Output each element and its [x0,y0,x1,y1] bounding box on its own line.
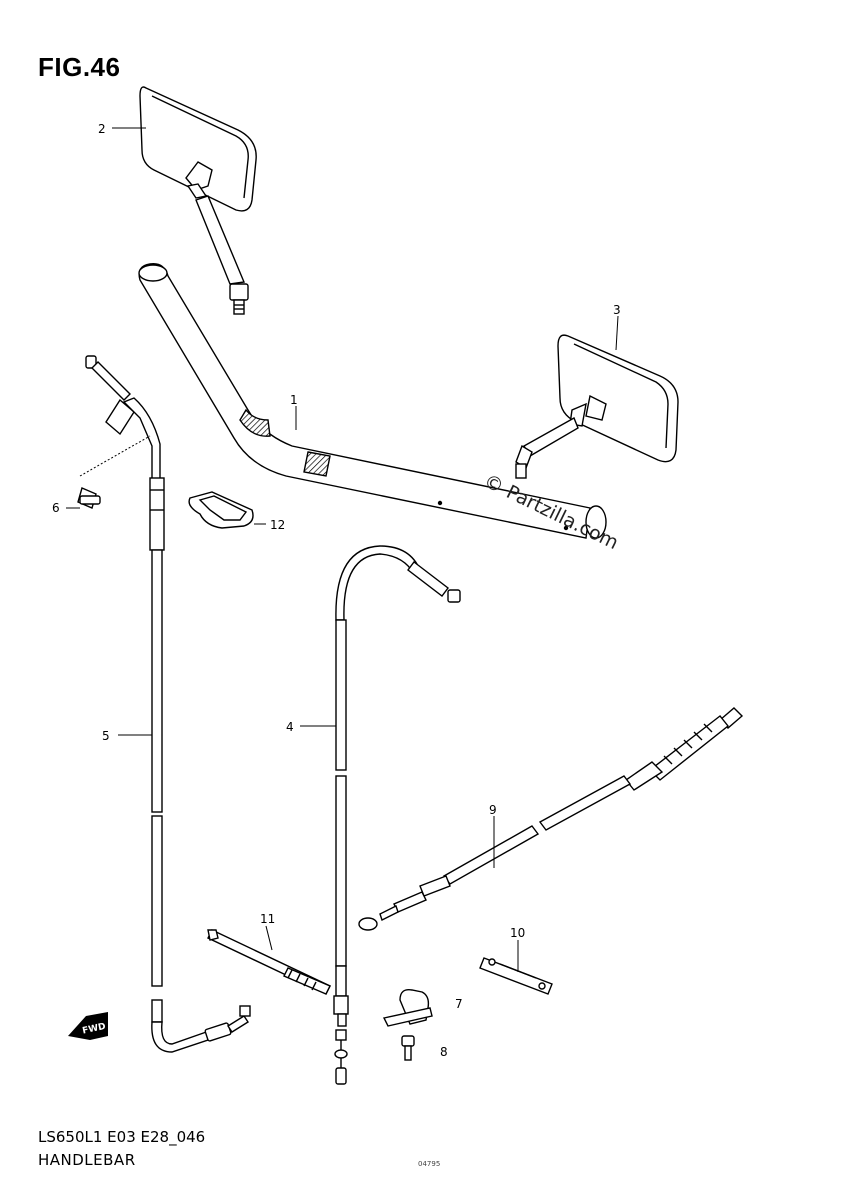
part-11-cable-tie [207,929,331,995]
part-5-cable [85,355,251,1053]
footer-model-code: LS650L1 E03 E28_046 [38,1128,206,1146]
callout-5: 5 [102,729,110,743]
part-12-clamp [188,491,254,529]
part-2-left-mirror [139,86,257,315]
figure-title: FIG.46 [38,52,121,82]
callout-1: 1 [290,393,298,407]
part-4-cable [333,545,461,1085]
callout-2: 2 [98,122,106,136]
callout-3: 3 [613,303,621,317]
callout-12: 12 [270,518,285,532]
callout-9: 9 [489,803,497,817]
callout-8: 8 [440,1045,448,1059]
part-1-handlebar [138,263,607,539]
part-6-bolt [77,487,101,509]
callout-6: 6 [52,501,60,515]
callout-4: 4 [286,720,294,734]
footer-section-name: HANDLEBAR [38,1151,136,1169]
fwd-arrow-icon: FWD [68,1012,108,1040]
callout-11: 11 [260,912,275,926]
part-3-right-mirror [515,334,679,479]
fwd-label: FWD [82,1022,107,1037]
callout-7: 7 [455,997,463,1011]
callout-10: 10 [510,926,525,940]
part-8-screw [401,1035,415,1061]
callout-leaders [66,127,619,972]
part-10-bracket [479,957,553,995]
part-7-clamp [382,989,433,1027]
bottom-code: 04795 [418,1160,441,1168]
part-9-cable [358,707,744,931]
